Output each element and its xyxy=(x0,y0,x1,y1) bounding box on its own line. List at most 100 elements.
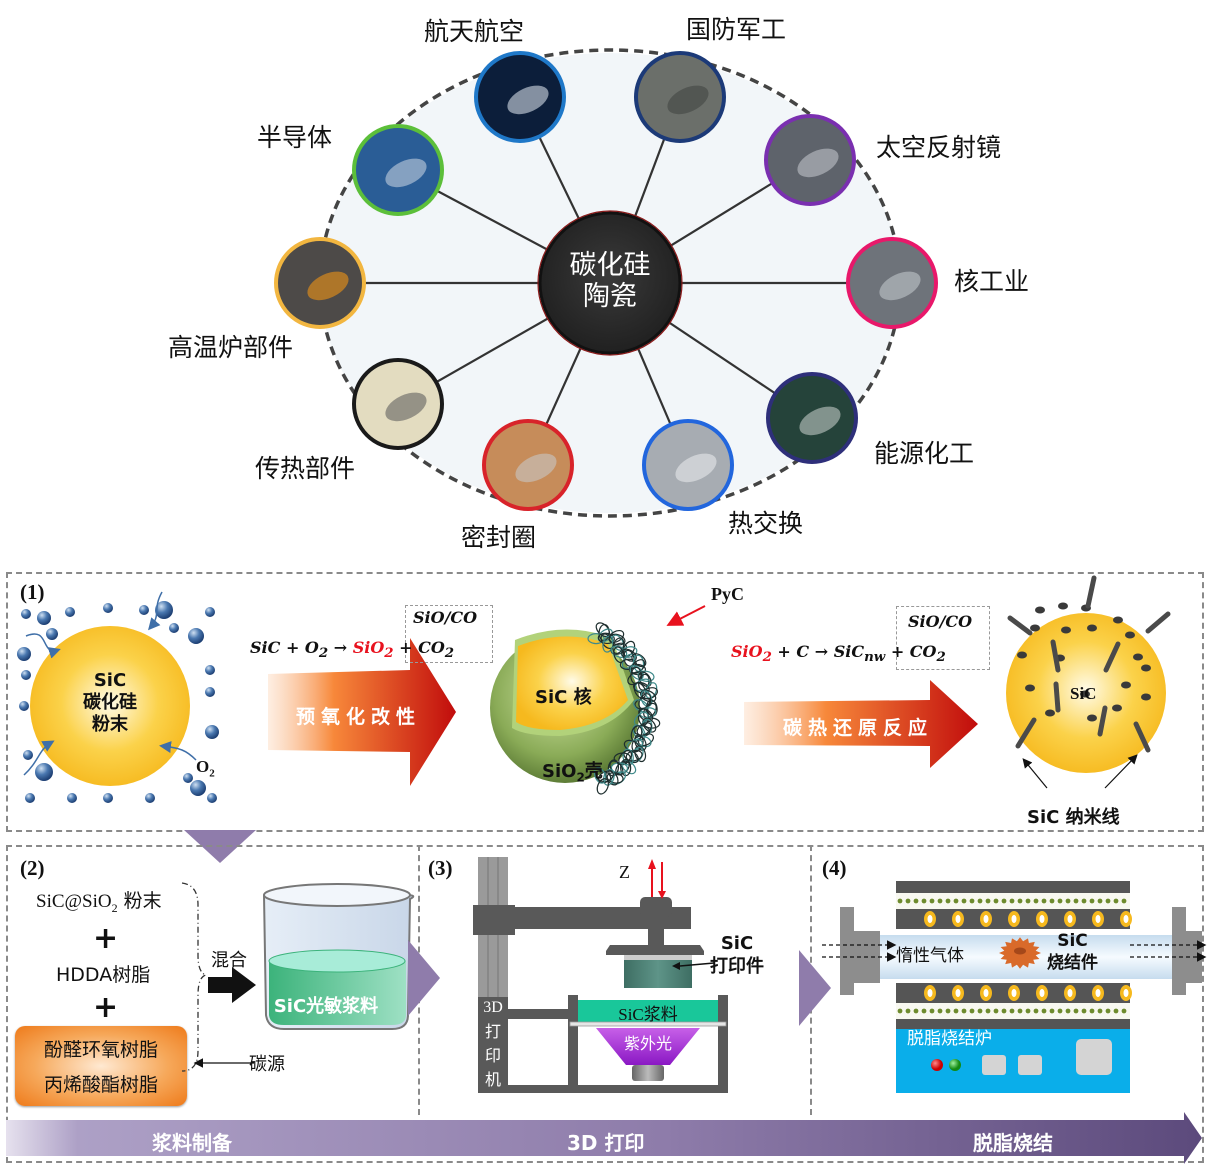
sic-nanowires xyxy=(1007,575,1171,753)
heating-element-core xyxy=(955,915,961,923)
furnace-bottom-wall xyxy=(896,1019,1130,1029)
oxygen-molecule xyxy=(145,793,155,803)
stage-3d-printing: 3D 打印 xyxy=(567,1131,645,1155)
eq2-mid: + C → SiC xyxy=(771,642,865,661)
pyc-fiber xyxy=(610,762,629,774)
insulation-dot xyxy=(1033,898,1039,904)
sic-nanowire xyxy=(1097,705,1108,737)
app-circle-furnace xyxy=(274,237,366,329)
insulation-dot xyxy=(1089,898,1095,904)
printer-label-char: 打 xyxy=(484,1022,501,1041)
equation-2: SiO2 + C → SiCnw + CO2 xyxy=(731,642,946,665)
resin-phenolic-epoxy: 酚醛环氧树脂 xyxy=(43,1039,158,1061)
printer-base xyxy=(478,1085,728,1093)
insulation-dot xyxy=(1065,898,1071,904)
eq2-lhs: SiO xyxy=(731,642,763,661)
heating-element-core xyxy=(1067,915,1073,923)
heating-element-core xyxy=(1123,989,1129,997)
pyc-fiber xyxy=(639,689,657,703)
uv-light-cone xyxy=(596,1028,700,1065)
chemical-vessel-icon-detail xyxy=(799,406,841,436)
app-circle-ring xyxy=(642,419,734,511)
o2-label-sub: 2 xyxy=(209,767,215,780)
app-circle-heat-exchanger xyxy=(642,419,734,511)
insulation-dot xyxy=(1025,1008,1031,1014)
insulation-dot xyxy=(1001,1008,1007,1014)
space-shuttle-icon-detail xyxy=(507,85,549,115)
oxygen-bubbles xyxy=(17,601,219,803)
resin-acrylate: 丙烯酸酯树脂 xyxy=(43,1074,158,1096)
insulation-dot xyxy=(897,1008,903,1014)
app-circle-ring xyxy=(634,51,726,143)
insulation-dot xyxy=(921,898,927,904)
app-circle-ring xyxy=(474,51,566,143)
pyc-fiber xyxy=(629,665,644,680)
insulation-dot xyxy=(1113,1008,1119,1014)
insulation-dot xyxy=(961,1008,967,1014)
insulation-dot xyxy=(1105,1008,1111,1014)
insulation-dot xyxy=(977,1008,983,1014)
circuit-board-icon-detail xyxy=(385,158,427,188)
right-arrow-connector xyxy=(799,950,831,1026)
insulation-dot xyxy=(1097,898,1103,904)
app-circle-chemical-vessel xyxy=(766,372,858,464)
printer-base-column xyxy=(478,997,508,1093)
plus-sign: + xyxy=(93,921,119,956)
ingredient-sic-sio2: SiC@SiO2 粉末 xyxy=(36,886,162,916)
slurry-vat-label: SiC浆料 xyxy=(618,1005,678,1024)
plus-sign: + xyxy=(93,990,119,1025)
heating-element-core xyxy=(927,915,933,923)
carbothermal-label: 碳热还原反应 xyxy=(783,717,934,739)
pyc-fiber xyxy=(626,739,644,752)
insulation-dot xyxy=(1041,1008,1047,1014)
oxygen-molecule xyxy=(183,773,193,783)
printer-label-char: 机 xyxy=(484,1070,501,1089)
pyc-label: PyC xyxy=(711,584,744,604)
pyc-fiber xyxy=(632,681,650,694)
sintered-part-label-line2: 烧结件 xyxy=(1047,953,1098,973)
insulation-dot xyxy=(921,1008,927,1014)
ingredient1-sub: 2 xyxy=(111,900,118,915)
pyc-fiber xyxy=(625,749,643,762)
heating-element-core xyxy=(1095,915,1101,923)
o2-diffusion-arrow xyxy=(23,740,55,776)
insulation-dot xyxy=(905,898,911,904)
o2-diffusion-arrow xyxy=(148,591,163,631)
vat-window xyxy=(569,1021,727,1027)
eq2-byproduct-top: SiO/CO xyxy=(908,612,973,631)
z-axis-label: Z xyxy=(619,862,630,882)
insulation-dot xyxy=(985,898,991,904)
insulation-dot xyxy=(953,898,959,904)
printer-vertical-label: 3D 打 印 机 xyxy=(478,996,508,1092)
insulation-dot xyxy=(993,898,999,904)
sic-nanowire xyxy=(1053,681,1061,713)
insulation-dot xyxy=(1025,898,1031,904)
insulation-dot xyxy=(1065,1008,1071,1014)
panel-1-number: (1) xyxy=(20,580,45,604)
insulation-dot xyxy=(961,898,967,904)
heating-elements xyxy=(924,985,1132,1001)
insulation-dot xyxy=(977,898,983,904)
insulation-dot xyxy=(1073,1008,1079,1014)
insulation-dot xyxy=(985,1008,991,1014)
oxygen-molecule xyxy=(103,603,113,613)
shell-label-suffix: 壳 xyxy=(584,761,603,782)
printed-part-label: SiC 打印件 xyxy=(710,932,764,978)
insulation-dot xyxy=(993,1008,999,1014)
insulation-dot xyxy=(969,1008,975,1014)
app-circle-seal-rings xyxy=(482,419,574,511)
app-circle-ring xyxy=(766,372,858,464)
uv-projector-lens xyxy=(632,1065,664,1081)
carbothermal-arrow xyxy=(744,680,978,768)
insulation-dot xyxy=(897,898,903,904)
oxygen-molecule xyxy=(37,611,51,625)
heating-element-core xyxy=(927,989,933,997)
printer-base-arm xyxy=(508,1009,580,1019)
heat-exchanger-icon-detail xyxy=(675,453,717,483)
heating-element-core xyxy=(1011,989,1017,997)
insulation-dot xyxy=(1033,1008,1039,1014)
app-circle-nuclear-reactor xyxy=(846,237,938,329)
panel-1-graphics xyxy=(17,575,1171,803)
oxygen-molecule xyxy=(190,780,206,796)
application-circles xyxy=(274,51,938,511)
